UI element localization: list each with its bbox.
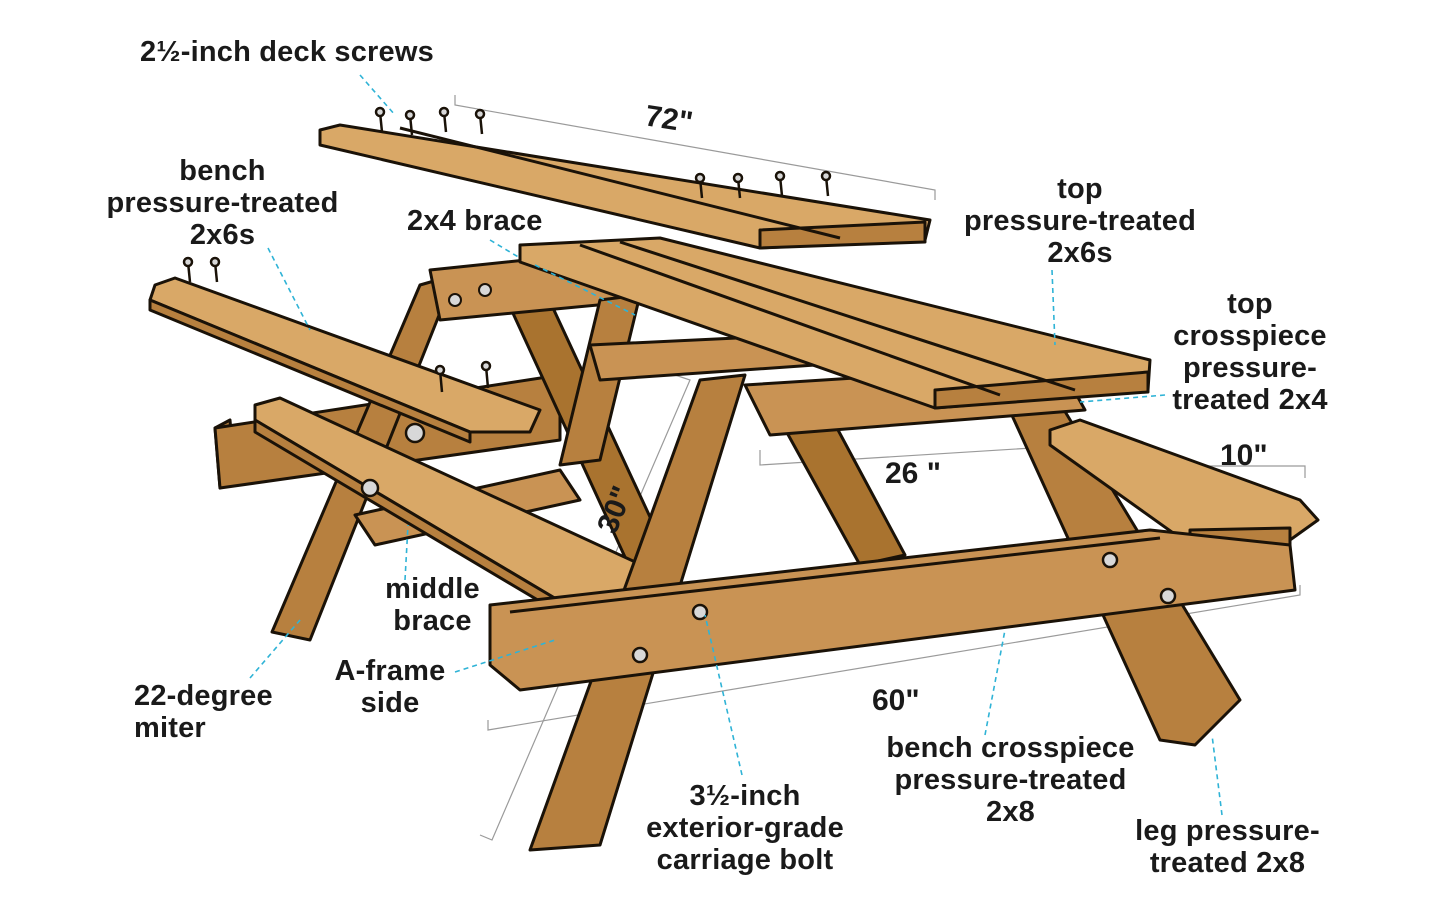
bench-crosspiece-length-dimension: 60": [872, 684, 920, 717]
table-top: [518, 236, 1152, 410]
near-bench: [253, 396, 687, 642]
near-leg-back: [778, 413, 907, 567]
brace-label: 2x4 brace: [407, 205, 543, 237]
miter-label: 22-degree miter: [134, 680, 273, 744]
middle-brace-label: middle brace: [385, 573, 480, 637]
bench-crosspiece: [488, 528, 1297, 692]
a-frame-side-label: A-frame side: [334, 655, 446, 719]
leg-label: leg pressure- treated 2x8: [1135, 815, 1320, 879]
deck-screws-label: 2½-inch deck screws: [140, 36, 434, 68]
carriage-bolt-label: 3½-inch exterior-grade carriage bolt: [646, 780, 844, 876]
floating-top-boards: [318, 123, 932, 250]
bench-width-dimension: 10": [1220, 439, 1268, 472]
top-crosspiece-width-dimension: 26 ": [885, 457, 941, 490]
screw-icon: [182, 106, 832, 393]
left-bench: [148, 276, 542, 444]
top-crosspiece-label: top crosspiece pressure- treated 2x4: [1172, 288, 1328, 416]
carriage-bolt-icon: [360, 283, 1177, 664]
bench-crosspiece-label: bench crosspiece pressure-treated 2x8: [886, 732, 1135, 828]
bench-boards-label: bench pressure-treated 2x6s: [106, 155, 339, 251]
top-boards-label: top pressure-treated 2x6s: [963, 173, 1197, 269]
leader-lines: [249, 74, 1223, 816]
